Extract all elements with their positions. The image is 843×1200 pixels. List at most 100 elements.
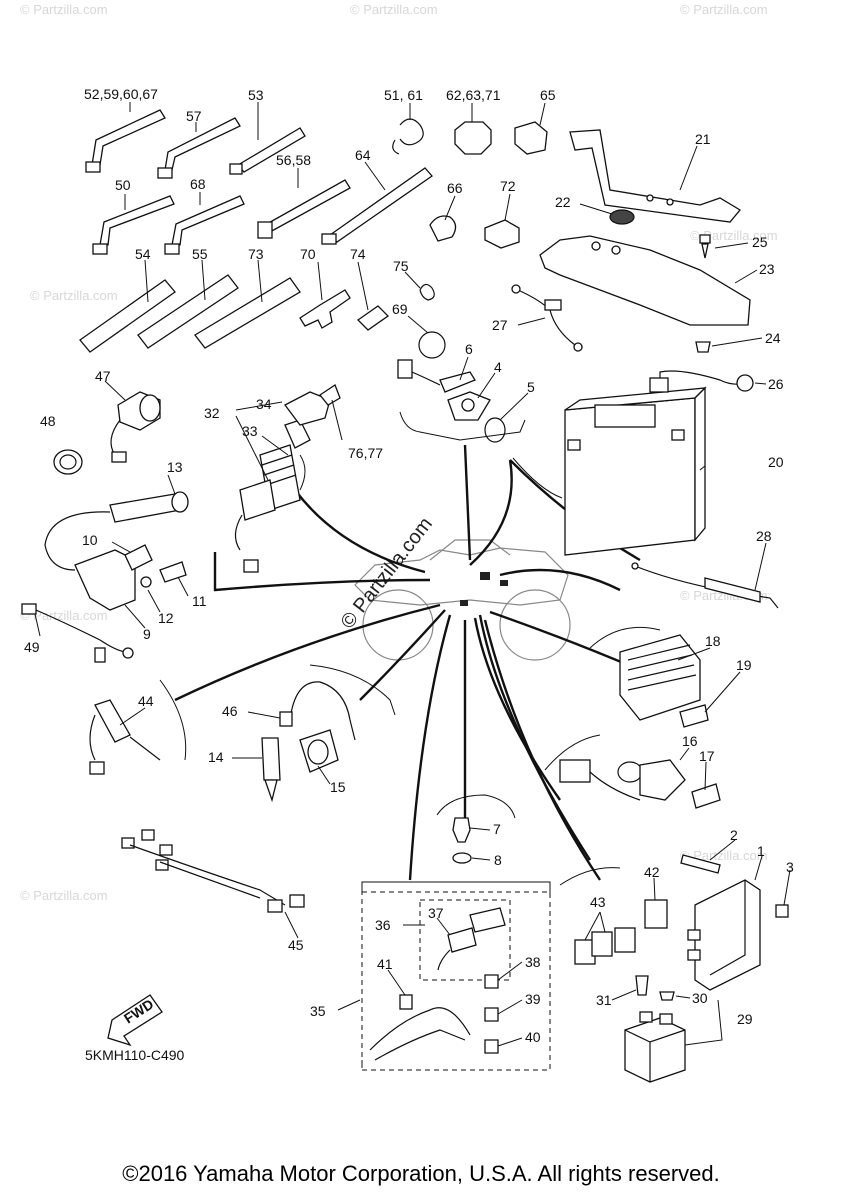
watermark: © Partzilla.com — [680, 848, 768, 863]
neutral-switch-group — [436, 794, 516, 864]
fwd-arrow: FWD — [107, 994, 163, 1047]
callout-9: 9 — [143, 626, 151, 642]
callout-11: 11 — [192, 593, 207, 609]
callout-35: 35 — [310, 1003, 326, 1019]
watermark: © Partzilla.com — [30, 288, 118, 303]
ignition-coil-group — [44, 491, 189, 611]
callout-43: 43 — [590, 894, 606, 910]
callout-53: 53 — [248, 87, 264, 103]
callout-45: 45 — [288, 937, 304, 953]
callout-16: 16 — [682, 733, 698, 749]
sub-harness-45 — [121, 829, 305, 913]
callout-21: 21 — [695, 131, 711, 147]
callout-28: 28 — [756, 528, 772, 544]
diagram-code: 5KMH110-C490 — [85, 1047, 185, 1063]
relay-sensor-group — [544, 734, 721, 809]
spark-plug-group — [261, 664, 396, 803]
switch-44 — [89, 679, 187, 775]
callout-37: 37 — [428, 905, 444, 921]
relays-group — [574, 899, 668, 965]
callout-76-77: 76,77 — [348, 445, 383, 461]
callout-12: 12 — [158, 610, 174, 626]
callout-48: 48 — [40, 413, 56, 429]
callout-20: 20 — [768, 454, 784, 470]
callout-72: 72 — [500, 178, 516, 194]
callout-leaders — [34, 102, 791, 1047]
callout-25: 25 — [752, 234, 768, 250]
copyright-notice: ©2016 Yamaha Motor Corporation, U.S.A. A… — [122, 1161, 719, 1186]
clamps-group — [392, 118, 548, 301]
harness-wires — [174, 444, 641, 881]
callout-65: 65 — [540, 87, 556, 103]
callout-10: 10 — [82, 532, 98, 548]
callout-24: 24 — [765, 330, 781, 346]
watermark: © Partzilla.com — [350, 2, 438, 17]
callout-1: 1 — [757, 843, 765, 859]
callout-70: 70 — [300, 246, 316, 262]
callout-62-63-71: 62,63,71 — [446, 87, 501, 103]
callout-42: 42 — [644, 864, 660, 880]
callout-29: 29 — [737, 1011, 753, 1027]
starter-relay-group — [624, 975, 686, 1083]
callout-50: 50 — [115, 177, 131, 193]
socket-group — [53, 391, 161, 475]
ground-lead — [511, 284, 583, 352]
rectifier-group — [589, 626, 709, 728]
callout-41: 41 — [377, 956, 393, 972]
callout-40: 40 — [525, 1029, 541, 1045]
main-switch-group — [234, 384, 341, 573]
callout-54: 54 — [135, 246, 151, 262]
callout-6: 6 — [465, 341, 473, 357]
callout-73: 73 — [248, 246, 264, 262]
callout-47: 47 — [95, 368, 111, 384]
callout-75: 75 — [393, 258, 409, 274]
harness-box-group — [361, 881, 551, 1071]
callout-27: 27 — [492, 317, 508, 333]
callout-5: 5 — [527, 379, 535, 395]
callout-8: 8 — [494, 852, 502, 868]
callout-18: 18 — [705, 633, 721, 649]
callout-labels: 52,59,60,67 57 53 56,58 50 68 51, 61 62,… — [24, 86, 794, 1045]
cable-ties-group — [85, 109, 433, 255]
callout-13: 13 — [167, 459, 183, 475]
callout-57: 57 — [186, 108, 202, 124]
pipes-group — [79, 274, 446, 359]
callout-36: 36 — [375, 917, 391, 933]
watermark-layer: © Partzilla.com © Partzilla.com © Partzi… — [20, 2, 778, 903]
battery-group — [512, 370, 754, 556]
battery-bracket-group — [539, 129, 751, 353]
callout-14: 14 — [208, 749, 224, 765]
callout-55: 55 — [192, 246, 208, 262]
callout-39: 39 — [525, 991, 541, 1007]
watermark: © Partzilla.com — [20, 888, 108, 903]
lead-49 — [21, 603, 134, 663]
callout-17: 17 — [699, 748, 715, 764]
cable-28 — [631, 562, 779, 609]
callout-32: 32 — [204, 405, 220, 421]
callout-19: 19 — [736, 657, 752, 673]
callout-30: 30 — [692, 990, 708, 1006]
callout-34: 34 — [256, 396, 272, 412]
callout-69: 69 — [392, 301, 408, 317]
callout-49: 49 — [24, 639, 40, 655]
callout-33: 33 — [242, 423, 258, 439]
watermark: © Partzilla.com — [680, 2, 768, 17]
callout-51-61: 51, 61 — [384, 87, 423, 103]
callout-56-58: 56,58 — [276, 152, 311, 168]
watermark: © Partzilla.com — [20, 608, 108, 623]
speed-sensor-group — [397, 359, 526, 443]
callout-38: 38 — [525, 954, 541, 970]
atv-silhouette: © Partzilla.com — [337, 513, 571, 661]
center-watermark: © Partzilla.com — [337, 513, 437, 633]
callout-44: 44 — [138, 693, 154, 709]
callout-4: 4 — [494, 359, 502, 375]
callout-46: 46 — [222, 703, 238, 719]
callout-2: 2 — [730, 827, 738, 843]
watermark: © Partzilla.com — [690, 228, 778, 243]
callout-74: 74 — [350, 246, 366, 262]
callout-3: 3 — [786, 859, 794, 875]
callout-52-59-60-67: 52,59,60,67 — [84, 86, 158, 102]
ecu-group — [559, 854, 789, 991]
callout-31: 31 — [596, 992, 612, 1008]
